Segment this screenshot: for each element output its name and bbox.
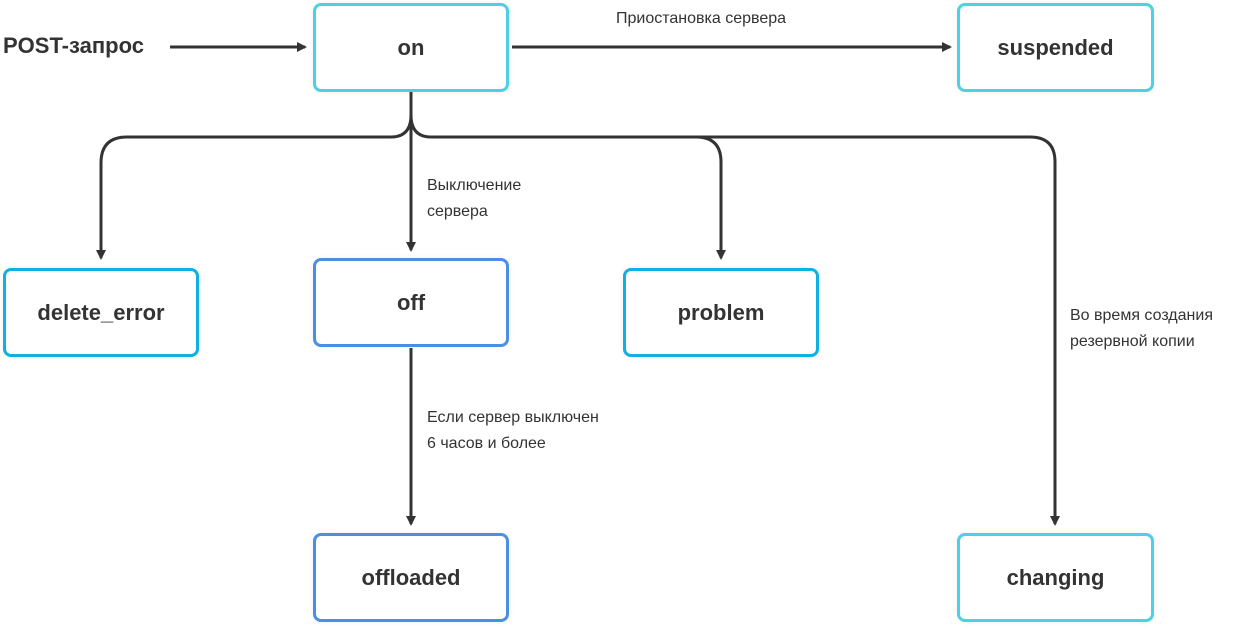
edge-on-to-delete-error — [96, 114, 413, 260]
edge-label-shutdown-line2: сервера — [427, 203, 488, 220]
node-changing-label: changing — [1006, 564, 1105, 590]
node-delete-error[interactable]: delete_error — [3, 268, 199, 357]
node-problem-label: problem — [677, 299, 765, 325]
node-delete-error-label: delete_error — [37, 299, 165, 325]
edge-label-offload-line2: 6 часов и более — [427, 435, 546, 452]
node-suspended-label: suspended — [997, 34, 1114, 60]
node-off[interactable]: off — [313, 258, 509, 347]
node-off-label: off — [396, 289, 426, 315]
start-label: POST-запрос — [3, 33, 145, 58]
edge-label-backup: Во время создания резервной копии — [1070, 303, 1213, 355]
edge-label-offload: Если сервер выключен 6 часов и более — [427, 405, 599, 457]
edge-label-backup-line1: Во время создания — [1070, 307, 1213, 324]
edge-label-offload-line1: Если сервер выключен — [427, 409, 599, 426]
edge-label-shutdown: Выключение сервера — [427, 173, 521, 225]
edge-label-shutdown-line1: Выключение — [427, 177, 522, 194]
node-on-label: on — [397, 34, 425, 60]
node-changing[interactable]: changing — [957, 533, 1154, 622]
node-on[interactable]: on — [313, 3, 509, 92]
node-suspended[interactable]: suspended — [957, 3, 1154, 92]
edge-on-to-changing — [696, 135, 1060, 526]
node-problem[interactable]: problem — [623, 268, 819, 357]
edge-label-backup-line2: резервной копии — [1070, 333, 1195, 350]
node-offloaded-label: offloaded — [361, 564, 461, 590]
node-offloaded[interactable]: offloaded — [313, 533, 509, 622]
edge-label-suspend: Приостановка сервера — [616, 10, 787, 27]
